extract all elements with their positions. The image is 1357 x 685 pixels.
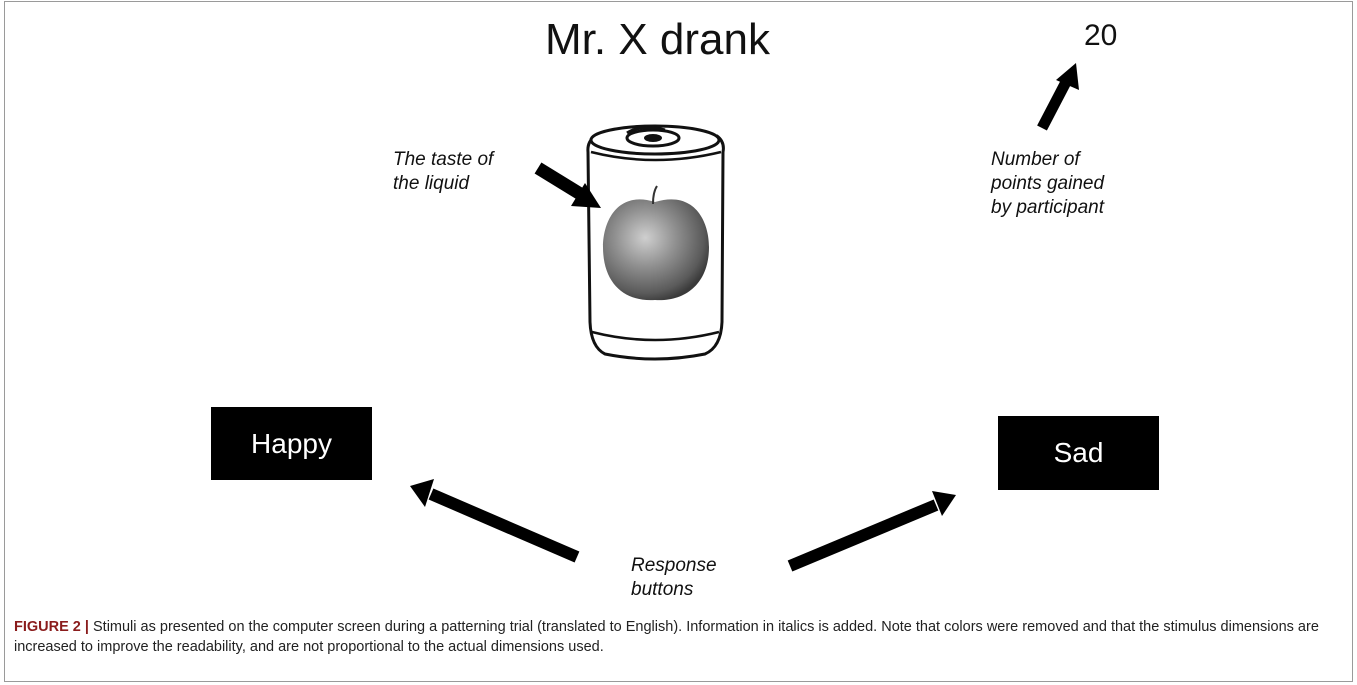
annotation-response-buttons: Response buttons — [631, 555, 717, 600]
annotation-points: Number of points gained by participant — [991, 149, 1105, 218]
caption-label: FIGURE 2 | — [14, 619, 89, 635]
annotation-taste: The taste of the liquid — [393, 149, 494, 194]
trial-title: Mr. X drank — [545, 15, 770, 64]
figure-caption: FIGURE 2 | Stimuli as presented on the c… — [14, 617, 1344, 657]
sad-arrow-icon — [787, 491, 956, 572]
apple-juice-can-icon — [586, 124, 725, 361]
taste-arrow-icon — [534, 162, 601, 208]
figure-frame: Mr. X drank 20 The taste of the liquid N… — [4, 1, 1353, 682]
apple-icon — [603, 185, 709, 301]
sad-button[interactable]: Sad — [998, 416, 1159, 490]
caption-text: Stimuli as presented on the computer scr… — [14, 619, 1319, 655]
points-arrow-icon — [1037, 63, 1079, 131]
figure-graphics — [410, 63, 1079, 572]
happy-button[interactable]: Happy — [211, 407, 372, 480]
points-counter: 20 — [1084, 19, 1118, 52]
happy-arrow-icon — [410, 479, 580, 563]
